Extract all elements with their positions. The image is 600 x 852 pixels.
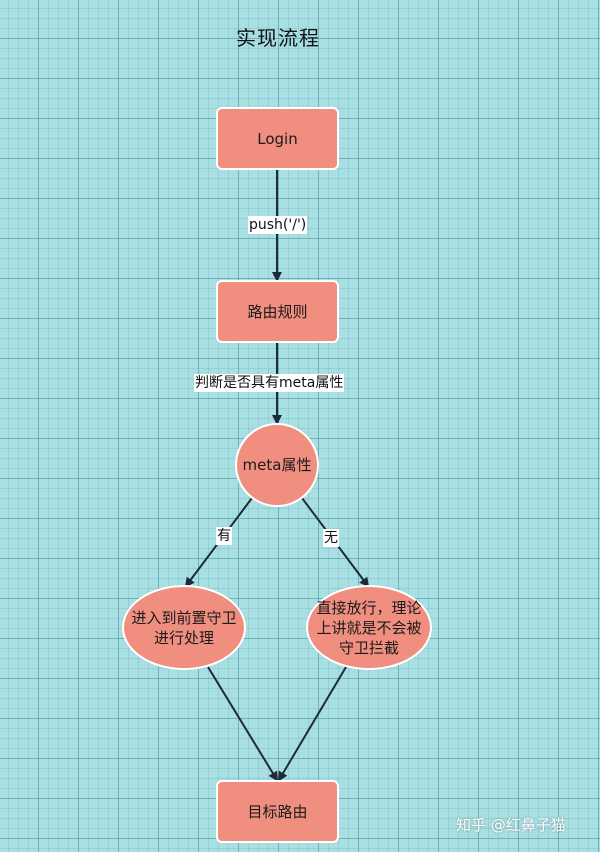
guard-process-line-2: 进行处理 xyxy=(153,628,214,647)
page-title: 实现流程 xyxy=(236,26,320,50)
arrow-guard-to-target xyxy=(207,666,279,782)
meta-attr-node-label: meta属性 xyxy=(242,456,312,474)
guard-process-line-1: 进入到前置守卫 xyxy=(131,608,237,627)
pass-through-line-2: 上讲就是不会被 xyxy=(316,618,422,637)
route-rules-node-label: 路由规则 xyxy=(247,302,308,321)
pass-through-line-3: 守卫拦截 xyxy=(338,638,399,657)
pass-through-line-1: 直接放行，理论 xyxy=(316,598,422,617)
check-meta-edge-label: 判断是否具有meta属性 xyxy=(194,374,345,392)
guard-process-node: 进入到前置守卫 进行处理 xyxy=(122,585,246,670)
route-rules-node: 路由规则 xyxy=(216,280,339,343)
login-node-label: Login xyxy=(257,129,298,148)
watermark: 知乎 @红鼻子猫 xyxy=(456,816,566,834)
push-edge-label: push('/') xyxy=(248,216,308,234)
arrow-pass-to-target xyxy=(277,666,347,782)
target-route-node-label: 目标路由 xyxy=(247,802,308,821)
target-route-node: 目标路由 xyxy=(216,780,339,843)
meta-attr-node: meta属性 xyxy=(235,423,319,507)
yes-edge-label: 有 xyxy=(216,527,232,545)
pass-through-node: 直接放行，理论 上讲就是不会被 守卫拦截 xyxy=(306,585,432,670)
login-node: Login xyxy=(216,107,339,170)
no-edge-label: 无 xyxy=(323,529,339,547)
